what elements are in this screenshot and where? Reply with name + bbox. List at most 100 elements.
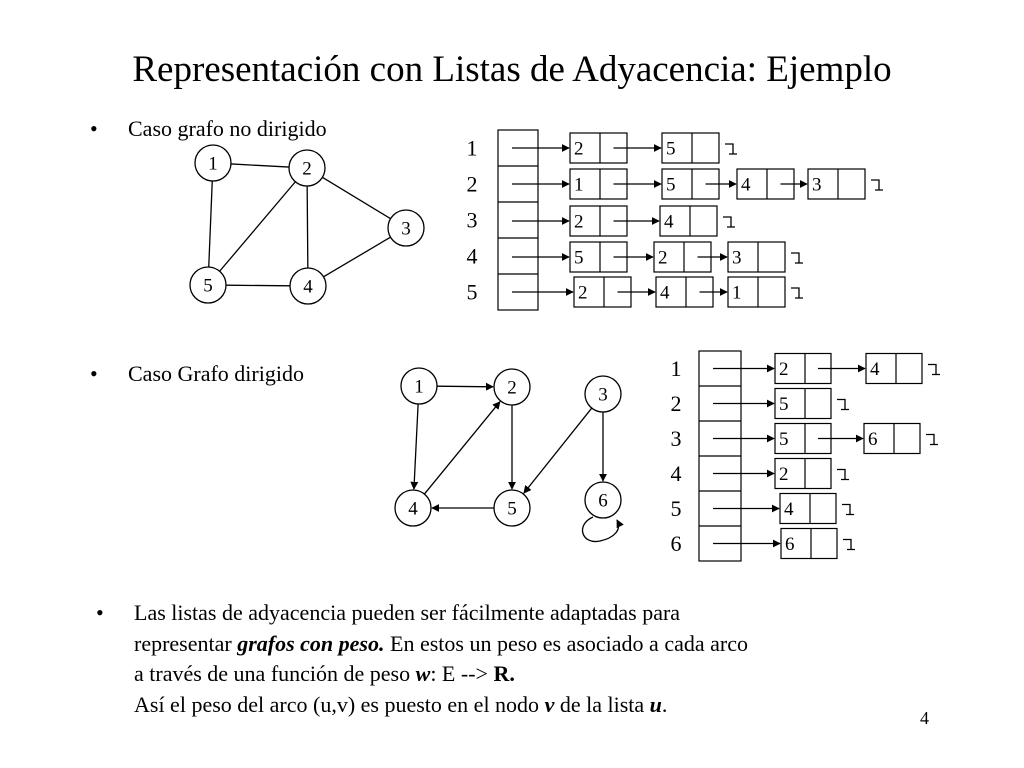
list-node bbox=[865, 352, 923, 385]
null-pointer-icon bbox=[723, 216, 735, 228]
text: Así el peso del arco (u,v) es puesto en … bbox=[134, 691, 545, 717]
adjacency-index-label: 2 bbox=[671, 391, 682, 416]
graph-node bbox=[400, 367, 438, 405]
list-node-value: 4 bbox=[784, 499, 794, 520]
list-node bbox=[727, 276, 786, 308]
null-pointer-icon bbox=[837, 468, 849, 481]
list-node bbox=[774, 457, 832, 490]
adjacency-index-label: 4 bbox=[671, 461, 682, 486]
graph-node bbox=[493, 489, 531, 527]
adjacency-index-label: 3 bbox=[671, 426, 682, 451]
null-pointer-icon bbox=[928, 363, 940, 376]
list-node-value: 2 bbox=[779, 359, 789, 380]
list-node-value: 5 bbox=[666, 175, 676, 196]
graph-node-label: 6 bbox=[598, 491, 608, 512]
graph-edge bbox=[306, 185, 309, 269]
list-node-value: 1 bbox=[732, 283, 742, 304]
graph-node bbox=[394, 489, 432, 527]
list-node bbox=[659, 205, 718, 237]
paragraph-line-3: a través de una función de peso w: E -->… bbox=[134, 659, 954, 690]
list-node bbox=[779, 492, 837, 525]
adjacency-index-label: 3 bbox=[467, 208, 478, 233]
list-node-value: 4 bbox=[870, 359, 880, 380]
list-node-value: 3 bbox=[812, 175, 822, 196]
null-pointer-icon bbox=[791, 252, 803, 264]
graph-node bbox=[584, 481, 622, 519]
list-node-value: 2 bbox=[574, 212, 584, 233]
emphasis-u: u bbox=[649, 691, 662, 717]
graph-node-label: 2 bbox=[302, 159, 312, 180]
list-node-value: 2 bbox=[658, 248, 668, 269]
bullet-dot: • bbox=[90, 361, 98, 386]
paragraph-line-2: representar grafos con peso. En estos un… bbox=[134, 629, 954, 660]
adjacency-index-label: 1 bbox=[671, 356, 682, 381]
list-node-value: 4 bbox=[660, 283, 670, 304]
list-node bbox=[807, 168, 866, 200]
graph-edge bbox=[230, 163, 290, 168]
adjacency-index-label: 5 bbox=[467, 280, 478, 305]
emphasis-w: w bbox=[415, 661, 431, 686]
graph-node bbox=[289, 267, 327, 305]
graph-node-label: 1 bbox=[414, 377, 424, 398]
paragraph-line-4: Así el peso del arco (u,v) es puesto en … bbox=[134, 690, 954, 721]
page-number: 4 bbox=[920, 708, 929, 728]
list-node-value: 3 bbox=[732, 248, 742, 269]
graph-node-label: 4 bbox=[408, 499, 418, 520]
bullet-dot: • bbox=[96, 600, 104, 625]
adjacency-index-label: 6 bbox=[671, 531, 682, 556]
list-node bbox=[661, 132, 720, 164]
graph-node bbox=[189, 266, 227, 304]
list-node-value: 2 bbox=[578, 283, 588, 304]
list-node-value: 4 bbox=[664, 212, 674, 233]
null-pointer-icon bbox=[725, 143, 737, 155]
adjacency-index-label: 2 bbox=[467, 172, 478, 197]
null-pointer-icon bbox=[926, 433, 938, 446]
graph-node-label: 5 bbox=[507, 499, 517, 520]
list-node bbox=[780, 527, 838, 560]
adjacency-index-label: 1 bbox=[467, 136, 478, 161]
null-pointer-icon bbox=[843, 538, 855, 551]
graph-node bbox=[584, 375, 622, 413]
graph-node bbox=[387, 209, 425, 247]
list-node bbox=[727, 241, 786, 273]
text: de la lista bbox=[554, 691, 650, 717]
list-node-value: 5 bbox=[779, 429, 789, 450]
text: representar bbox=[134, 630, 238, 656]
graph-edge-self-loop bbox=[581, 516, 624, 543]
graph-edge bbox=[423, 401, 501, 495]
list-node-value: 5 bbox=[666, 139, 676, 160]
graph-node bbox=[493, 368, 531, 406]
null-pointer-icon bbox=[871, 179, 883, 191]
bullet-undirected-label: Caso grafo no dirigido bbox=[128, 116, 327, 141]
emphasis-v: v bbox=[544, 691, 555, 717]
bullet-dot: • bbox=[90, 116, 98, 141]
list-node-value: 5 bbox=[574, 248, 584, 269]
graph-edge bbox=[208, 180, 213, 268]
adjacency-index-label: 4 bbox=[467, 244, 478, 269]
graph-node-label: 5 bbox=[203, 276, 213, 297]
adjacency-array bbox=[497, 129, 539, 311]
null-pointer-icon bbox=[842, 503, 854, 516]
graph-edge bbox=[523, 407, 593, 494]
graph-node-label: 1 bbox=[208, 154, 218, 175]
list-node bbox=[863, 422, 921, 455]
text: En estos un peso es asociado a cada arco bbox=[384, 630, 748, 656]
list-node-value: 1 bbox=[574, 175, 584, 196]
graph-node bbox=[194, 144, 232, 182]
graph-node-label: 4 bbox=[303, 277, 313, 298]
list-node-value: 2 bbox=[779, 464, 789, 485]
adjacency-index-label: 5 bbox=[671, 496, 682, 521]
list-node-value: 2 bbox=[574, 139, 584, 160]
graph-node bbox=[288, 149, 326, 187]
slide-title: Representación con Listas de Adyacencia:… bbox=[132, 49, 892, 90]
text: : E --> bbox=[430, 661, 494, 686]
emphasis-weighted-graphs: grafos con peso. bbox=[237, 630, 385, 656]
graph-edge bbox=[225, 284, 291, 287]
paragraph-line-1: Las listas de adyacencia pueden ser fáci… bbox=[134, 600, 681, 625]
text: a través de una función de peso bbox=[134, 661, 416, 686]
